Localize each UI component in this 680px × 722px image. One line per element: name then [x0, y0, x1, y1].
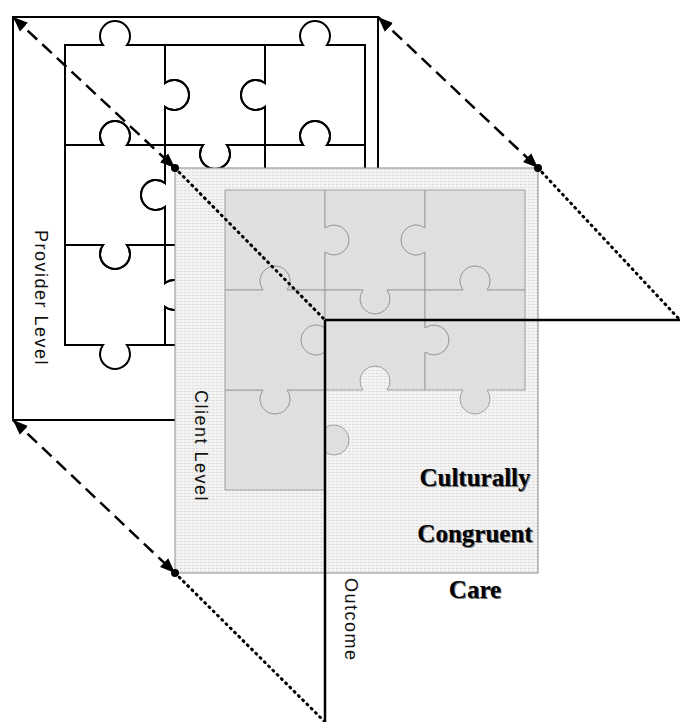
puzzle-piece	[425, 266, 525, 414]
corner-dot	[534, 164, 542, 172]
dotted-line	[538, 168, 680, 320]
corner-dots	[171, 164, 542, 577]
level-label: Client Level	[190, 390, 212, 502]
client-square: Client Level	[175, 168, 538, 573]
level-label: Provider Level	[30, 230, 52, 366]
dotted-line	[175, 573, 325, 722]
dotted-guides	[175, 168, 680, 722]
double-arrow	[13, 17, 175, 168]
axes	[325, 320, 680, 722]
dotted-line	[175, 168, 325, 320]
puzzle-piece	[165, 45, 265, 169]
axis-line	[325, 319, 680, 322]
double-arrow	[13, 420, 175, 573]
axis-label: Outcome	[340, 578, 362, 662]
outcome-title: Culturally Congruent Care	[395, 450, 555, 618]
puzzle-pieces	[225, 190, 525, 490]
provider-square: Provider Level	[13, 17, 378, 420]
double-arrow	[378, 17, 538, 168]
puzzle-piece	[65, 245, 189, 369]
axis-line	[324, 320, 327, 722]
client-square	[175, 168, 538, 573]
